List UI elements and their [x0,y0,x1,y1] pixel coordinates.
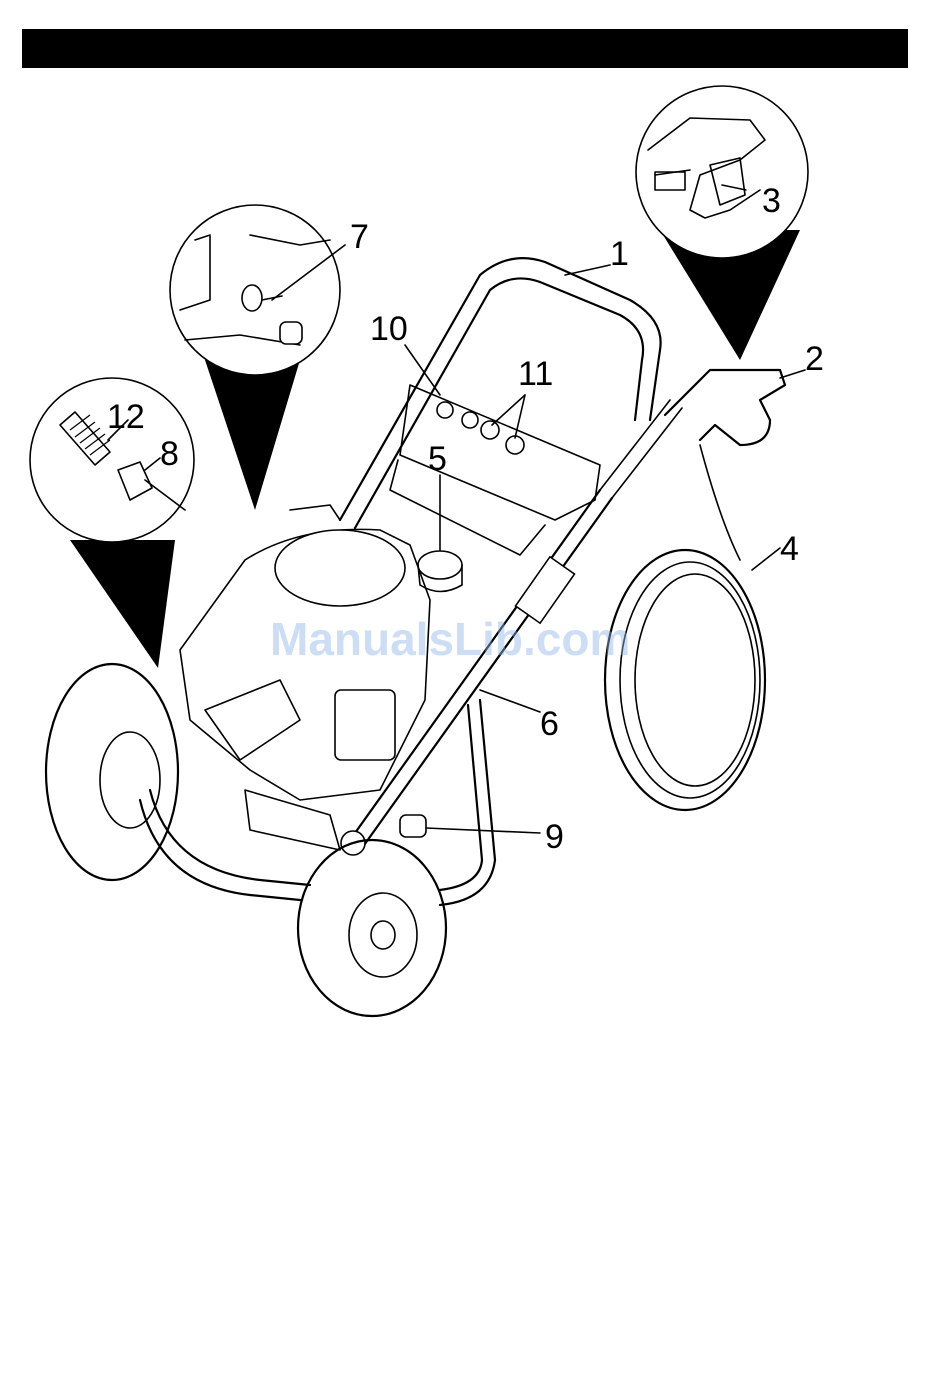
detail-valve: 7 [170,205,369,510]
callout-8: 8 [160,435,179,473]
callout-7: 7 [350,218,369,256]
callout-2: 2 [805,340,824,378]
callout-5: 5 [428,440,447,478]
callout-6: 6 [540,705,559,743]
callout-1: 1 [610,235,629,273]
callout-9: 9 [545,818,564,856]
callout-12: 12 [107,398,145,436]
detail-filter-connector: 12 8 [30,378,194,668]
callout-4: 4 [780,530,799,568]
callout-10: 10 [370,310,408,348]
callout-3: 3 [762,182,781,220]
watermark: ManualsLib.com [270,613,630,665]
detail-trigger-lock: 3 [636,86,808,360]
callout-11: 11 [518,355,553,393]
